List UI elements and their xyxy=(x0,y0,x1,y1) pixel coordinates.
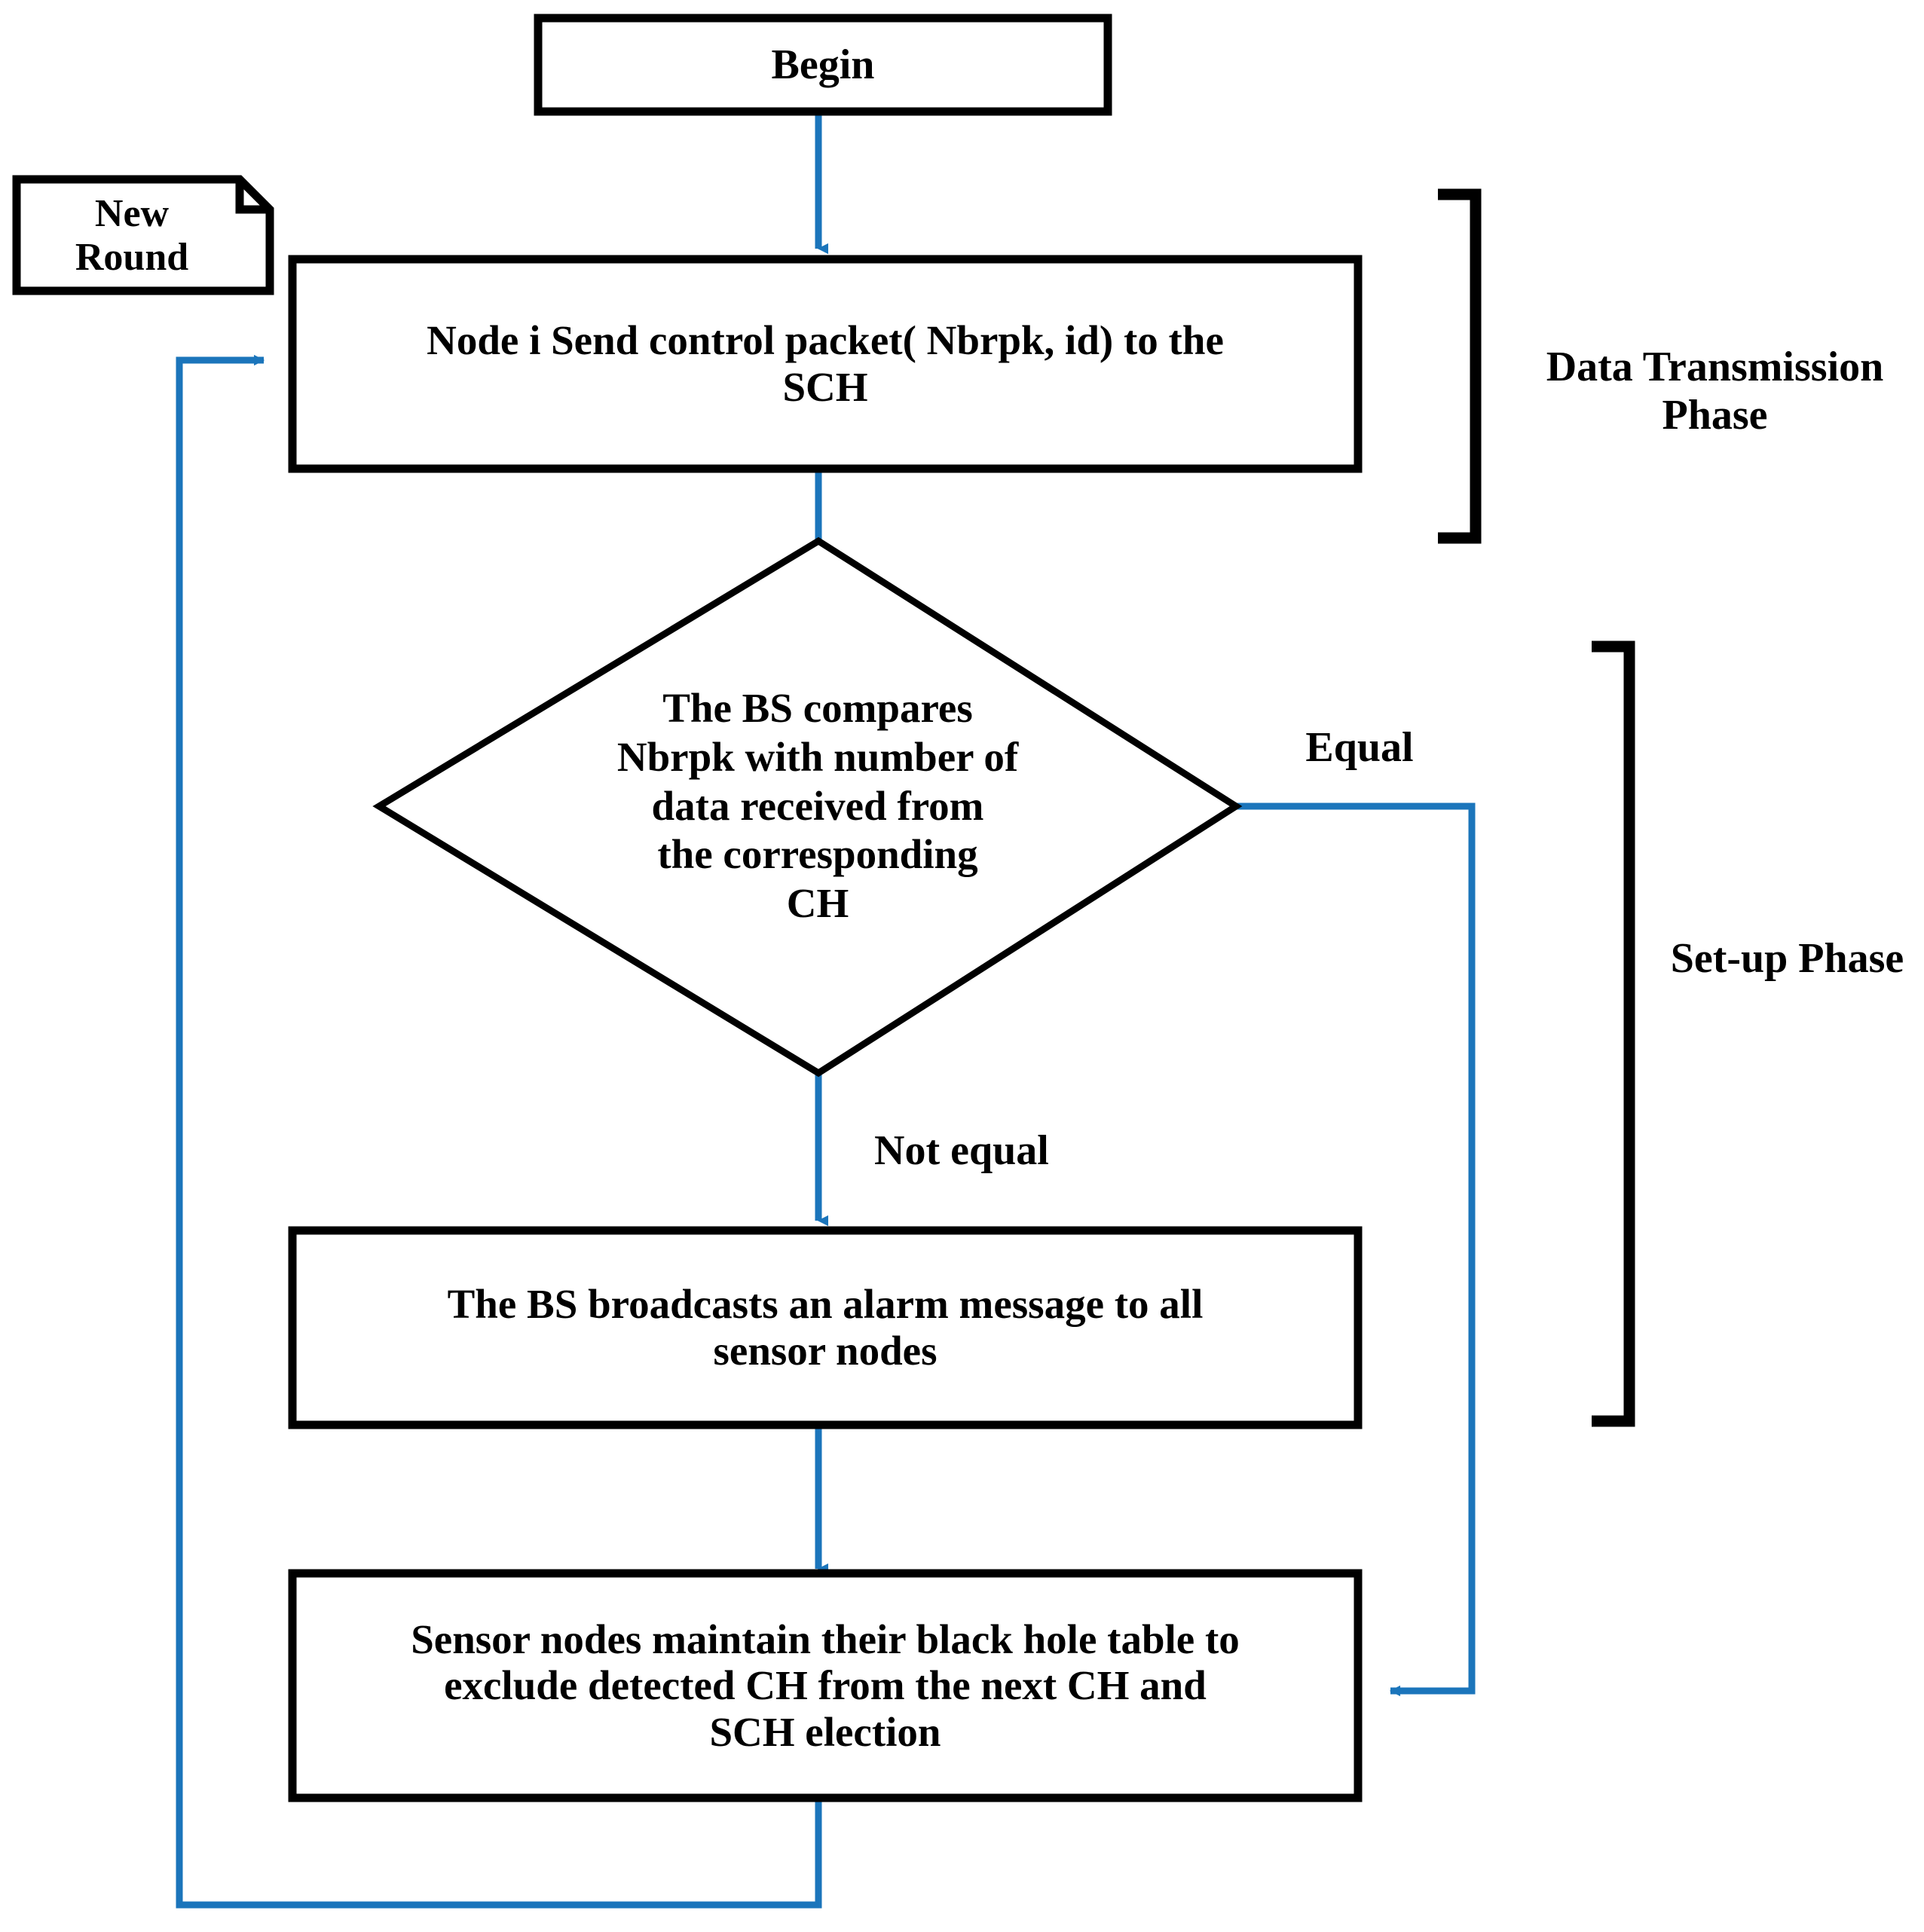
connector-decision-equal-to-maintain xyxy=(1236,802,1476,1697)
node-send-control-packet[interactable] xyxy=(288,255,1363,473)
edge-label-equal: Equal xyxy=(1305,724,1414,771)
bracket-setup-phase xyxy=(1592,640,1635,1427)
edge-label-not-equal: Not equal xyxy=(874,1127,1049,1174)
node-begin[interactable] xyxy=(534,14,1112,116)
node-new-round[interactable] xyxy=(12,175,274,295)
node-decision-compare[interactable] xyxy=(372,536,1243,1078)
node-maintain-black-hole-table[interactable] xyxy=(288,1569,1363,1802)
connector-loop-new-round xyxy=(176,354,822,1909)
bracket-data-transmission-phase xyxy=(1438,188,1482,544)
bracket-label-setup-phase: Set-up Phase xyxy=(1670,935,1904,982)
bracket-label-data-transmission-phase: Data Transmission Phase xyxy=(1546,344,1884,439)
node-broadcast-alarm[interactable] xyxy=(288,1226,1363,1429)
